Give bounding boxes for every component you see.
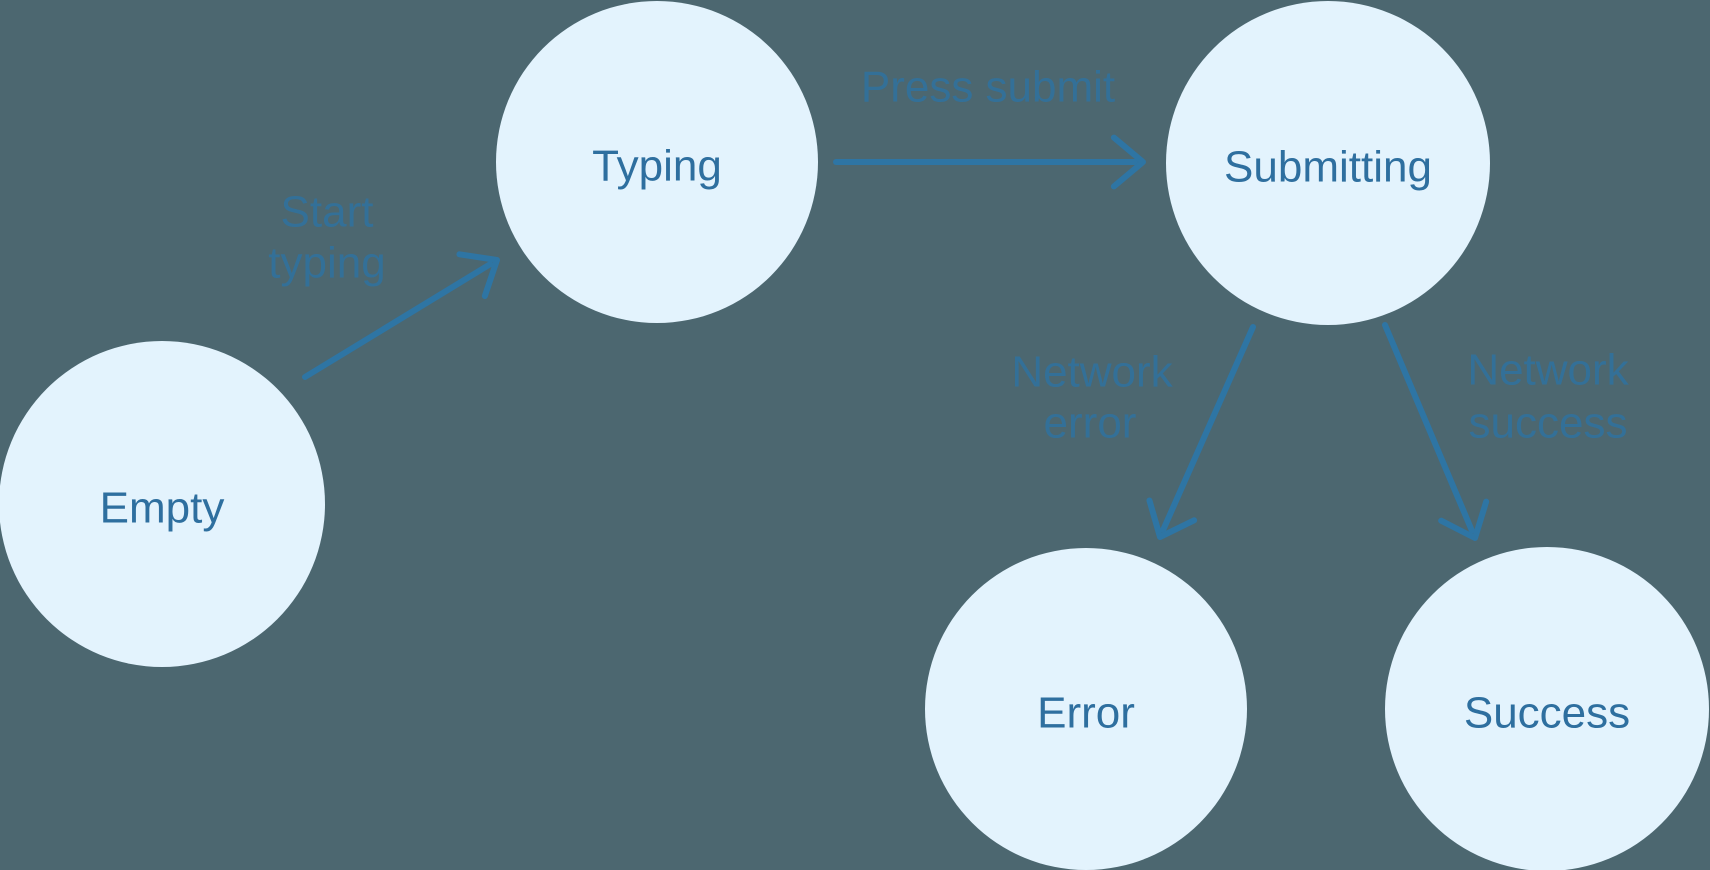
arrow-shaft-network-error (1160, 324, 1256, 533)
state-label-typing: Typing (592, 142, 722, 191)
transition-label-start-typing-line2: typing (268, 239, 385, 288)
transition-press-submit: Press submit (833, 63, 1146, 190)
transition-label-network-error-line1: Network (1011, 348, 1173, 397)
arrow-shaft-start-typing (302, 261, 494, 380)
state-node-error: Error (925, 548, 1247, 870)
state-node-empty: Empty (0, 341, 325, 667)
arrow-shaft-network-success (1382, 322, 1475, 534)
transition-label-network-error-line2: error (1044, 399, 1137, 448)
state-node-typing: Typing (496, 1, 818, 323)
state-circle-error (925, 548, 1247, 870)
state-circle-submitting (1166, 1, 1490, 325)
transition-label-start-typing-line1: Start (281, 188, 374, 237)
transition-label-network-success-line1: Network (1467, 346, 1629, 395)
state-node-submitting: Submitting (1166, 1, 1490, 325)
transition-label-press-submit-line1: Press submit (861, 63, 1115, 112)
state-label-error: Error (1037, 689, 1135, 738)
arrowhead-icon (1110, 134, 1146, 190)
state-circle-typing (496, 1, 818, 323)
transition-label-network-success-line2: success (1469, 399, 1628, 448)
state-label-submitting: Submitting (1224, 143, 1432, 192)
state-circle-success (1385, 547, 1709, 870)
state-label-success: Success (1464, 689, 1630, 738)
state-label-empty: Empty (100, 484, 225, 533)
state-circle-empty (0, 341, 325, 667)
arrowhead-icon (1438, 498, 1490, 541)
arrowhead-icon (1146, 497, 1198, 540)
state-node-success: Success (1385, 547, 1709, 870)
arrowhead-icon (456, 251, 500, 300)
